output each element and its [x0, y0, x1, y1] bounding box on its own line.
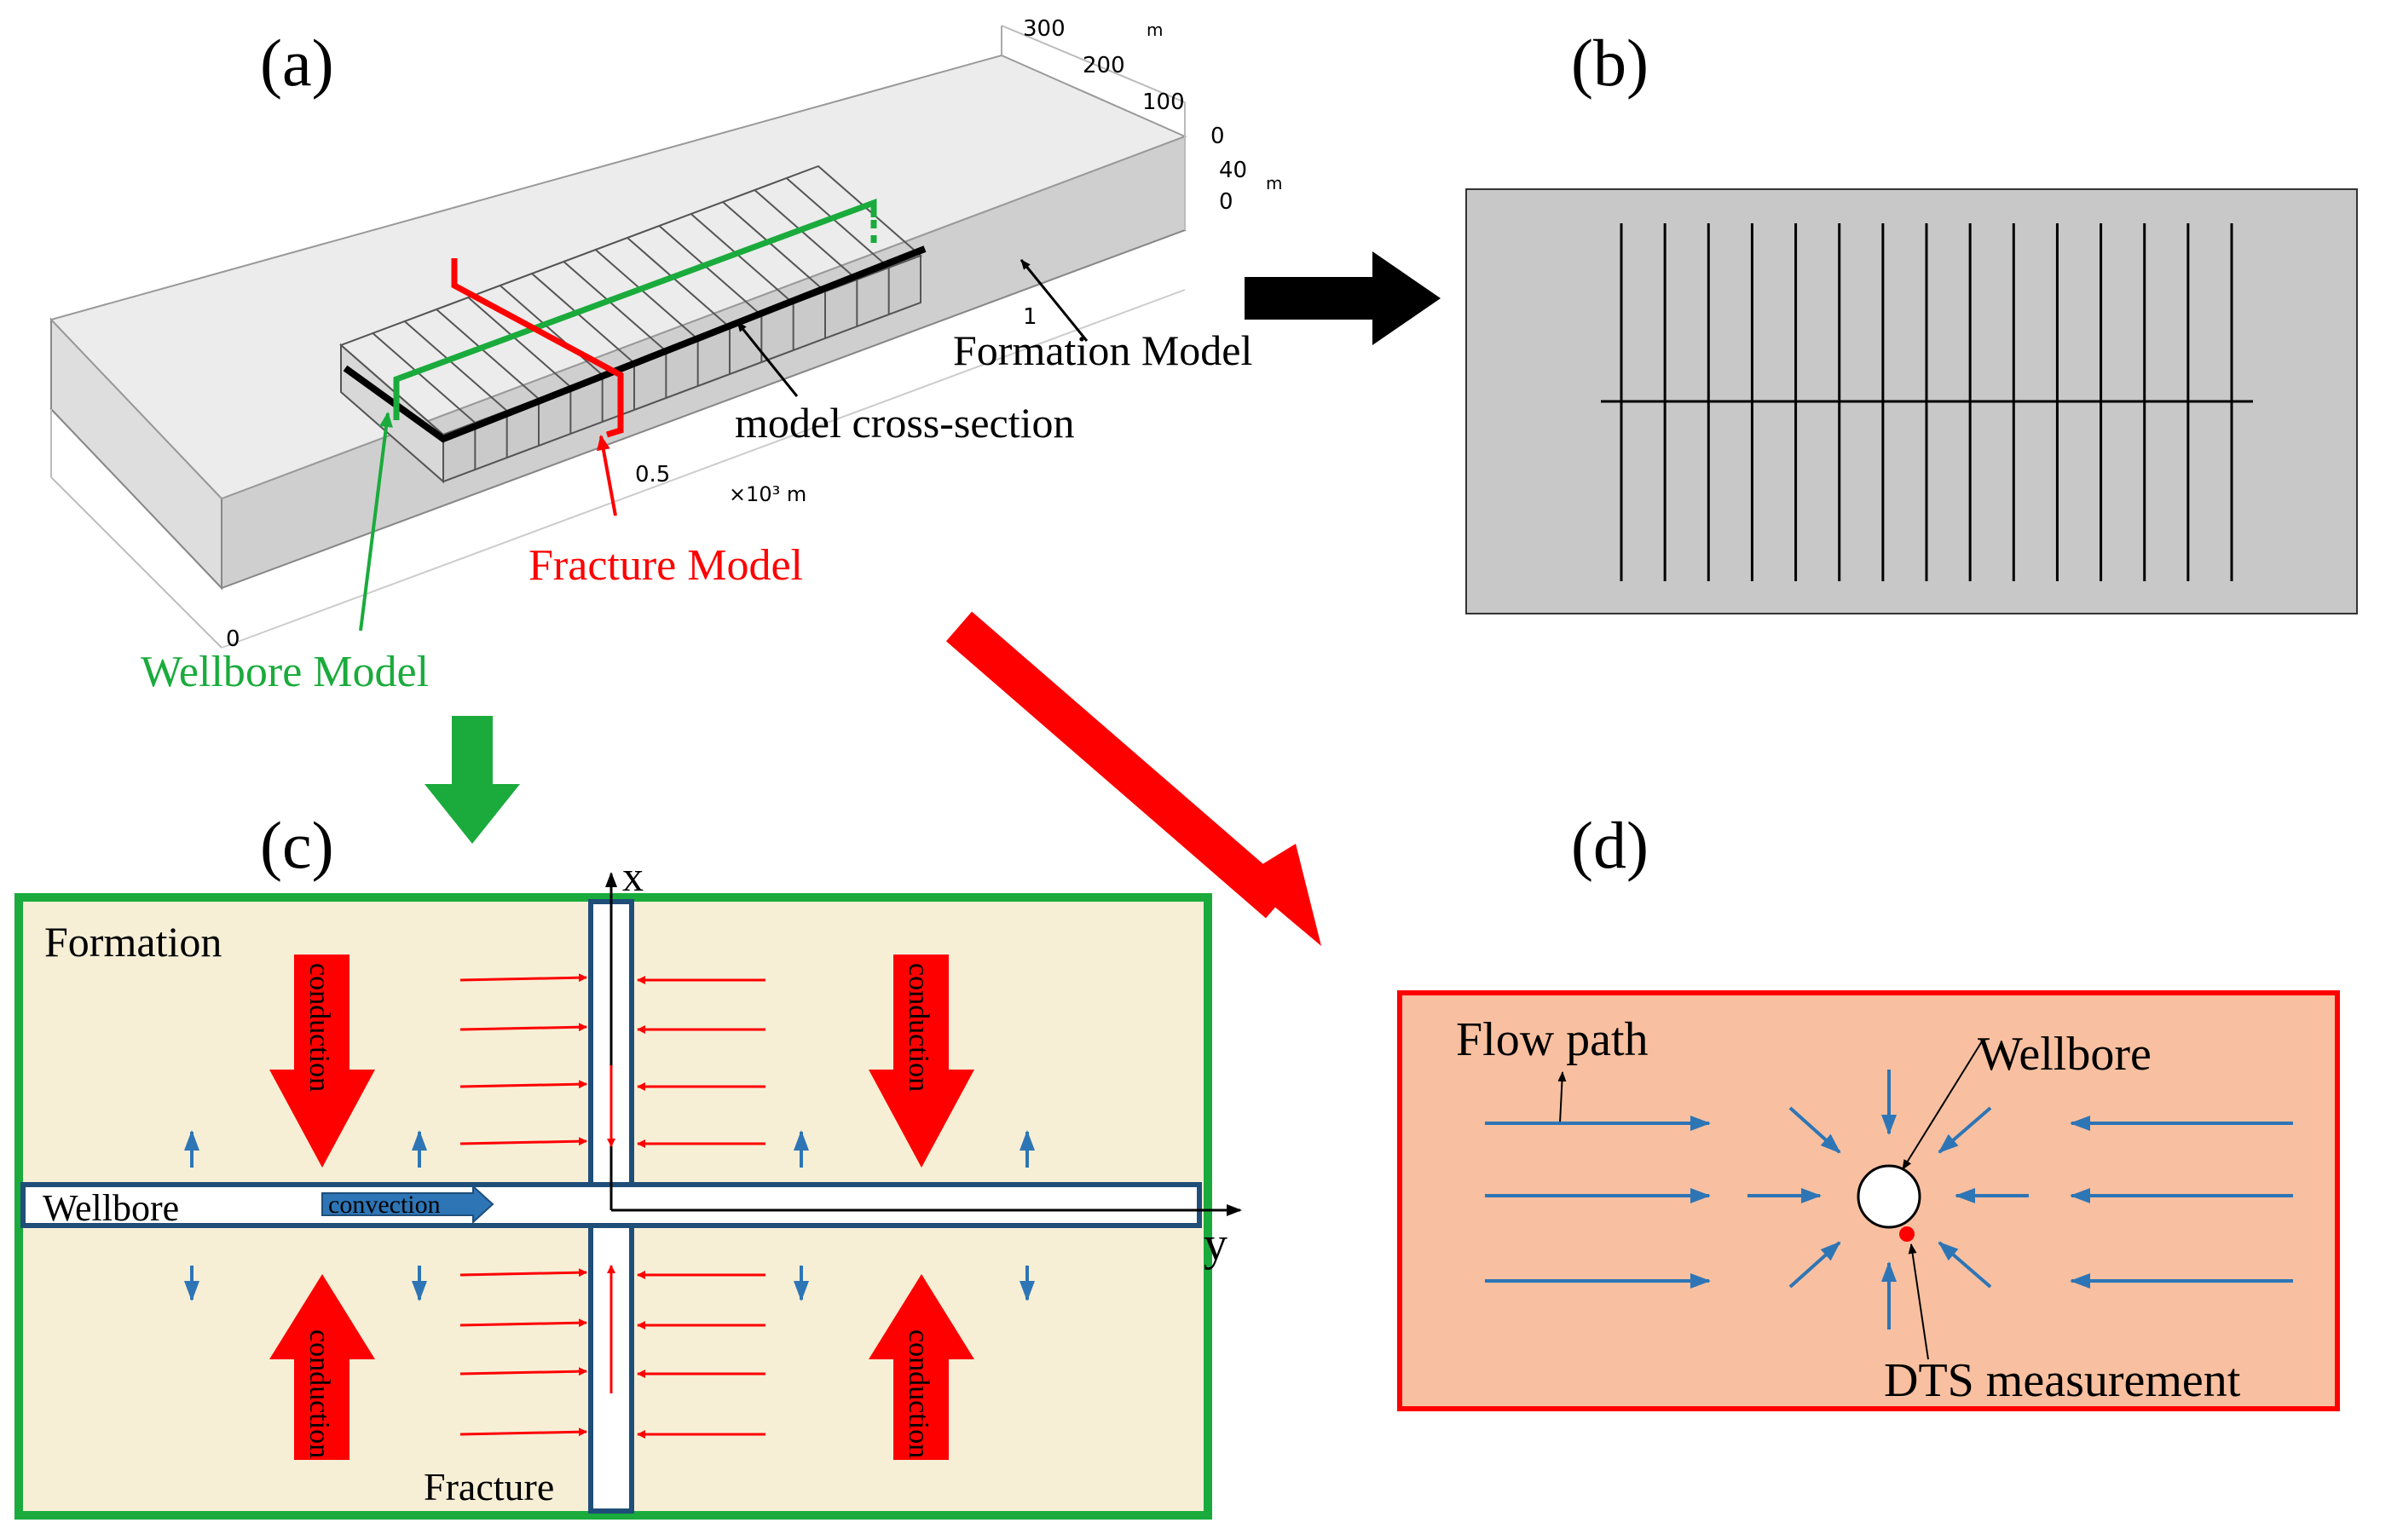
dts-sensor	[1899, 1226, 1915, 1242]
formation-model-label: Formation Model	[953, 326, 1252, 374]
axis-x-tick-1: 1	[1023, 304, 1037, 330]
grid-line	[690, 213, 794, 304]
wellbore-label-d: Wellbore	[1978, 1028, 2152, 1081]
grid-line	[500, 285, 604, 376]
formation-label: Formation	[44, 918, 222, 966]
fracture-label: Fracture	[424, 1465, 554, 1508]
wellbore-pointer	[1902, 1041, 1983, 1170]
grid-line	[563, 261, 667, 352]
axis-top-unit: m	[1147, 20, 1163, 40]
panel-d-label: (d)	[1571, 808, 1649, 882]
grid-line	[404, 320, 508, 412]
flow-path-label: Flow path	[1456, 1013, 1649, 1066]
convection-label: convection	[328, 1191, 441, 1219]
panel-c-label: (c)	[260, 808, 334, 882]
flow-arrow	[1788, 1241, 1841, 1289]
grid-line	[372, 332, 476, 424]
conduction-arrow: conduction	[869, 955, 974, 1168]
axis-x-unit: ×10³ m	[729, 482, 806, 506]
panel-b-label: (b)	[1571, 26, 1649, 100]
svg-text:conduction: conduction	[303, 1329, 335, 1458]
fracture-inflow-arrows	[459, 973, 765, 1439]
svg-text:conduction: conduction	[903, 1329, 934, 1458]
svg-text:conduction: conduction	[903, 963, 934, 1092]
axis-top-100: 100	[1142, 89, 1185, 115]
wellbore-model-label: Wellbore Model	[141, 648, 429, 696]
conduction-arrow: conduction	[269, 1274, 375, 1460]
arrow-to-panel-b	[1245, 251, 1441, 345]
grid-line	[436, 309, 540, 400]
inflow-arrow	[459, 1428, 587, 1437]
x-axis-label: x	[622, 852, 644, 900]
grid-line	[627, 237, 731, 328]
panel-c: (c) x y Formation Wellbore Fracture conv…	[14, 808, 1242, 1520]
convection-arrow	[321, 1184, 494, 1225]
dts-label: DTS measurement	[1884, 1354, 2241, 1407]
arrow-to-panel-d	[945, 611, 1321, 946]
grid-line	[467, 297, 571, 388]
cross-section-line	[343, 245, 927, 443]
flow-arrow	[1788, 1106, 1841, 1154]
inflow-arrow	[459, 1268, 587, 1278]
svg-text:conduction: conduction	[303, 963, 335, 1092]
conduction-arrow: conduction	[869, 1274, 974, 1460]
wellbore-label: Wellbore	[43, 1187, 179, 1229]
axis-x-tick-05: 0.5	[635, 462, 670, 487]
formation-flow-arrows	[184, 1130, 1035, 1301]
axis-top-0: 0	[1210, 124, 1225, 149]
grid-line	[786, 177, 890, 268]
flow-arrow	[1938, 1106, 1992, 1154]
panel-a-label: (a)	[260, 26, 334, 100]
grid-line	[531, 273, 635, 364]
panel-b: (b)	[1465, 26, 2358, 614]
arrow-to-panel-c	[425, 716, 520, 844]
fracture-model-label: Fracture Model	[529, 541, 803, 590]
flow-arrow	[1938, 1241, 1992, 1289]
inflow-arrow	[459, 1318, 587, 1328]
fracture-grid	[339, 164, 922, 484]
grid-line	[658, 225, 762, 316]
radial-flow-arrows	[1485, 1070, 2293, 1329]
wellbore-circle	[1857, 1164, 1921, 1229]
axis-z-40: 40	[1219, 158, 1247, 183]
inflow-arrow	[459, 973, 587, 983]
panel-a: (a)	[49, 16, 1282, 696]
grid-line	[722, 201, 826, 292]
axis-z-unit: m	[1266, 173, 1282, 193]
fracture-model-line	[451, 258, 624, 438]
grid-line	[595, 249, 699, 340]
flow-path-pointer	[1557, 1071, 1567, 1124]
panel-d: (d) Flow path Wellbore DTS measurement	[1397, 808, 2340, 1411]
inflow-arrow	[459, 1080, 587, 1089]
conduction-arrow: conduction	[269, 955, 375, 1168]
inflow-arrow	[459, 1367, 587, 1376]
panel-b-fractures	[1620, 223, 2233, 581]
grid-line	[754, 189, 858, 280]
axis-origin: 0	[226, 626, 240, 652]
axis-top-300: 300	[1023, 16, 1066, 42]
cross-section-label: model cross-section	[735, 399, 1075, 447]
dts-pointer	[1908, 1243, 1929, 1360]
wellbore-model-line	[393, 198, 877, 422]
inflow-arrow	[459, 1023, 587, 1032]
axis-z-0: 0	[1219, 189, 1233, 215]
y-axis-label: y	[1204, 1218, 1227, 1271]
inflow-arrow	[459, 1137, 587, 1146]
axis-top-200: 200	[1083, 53, 1125, 78]
